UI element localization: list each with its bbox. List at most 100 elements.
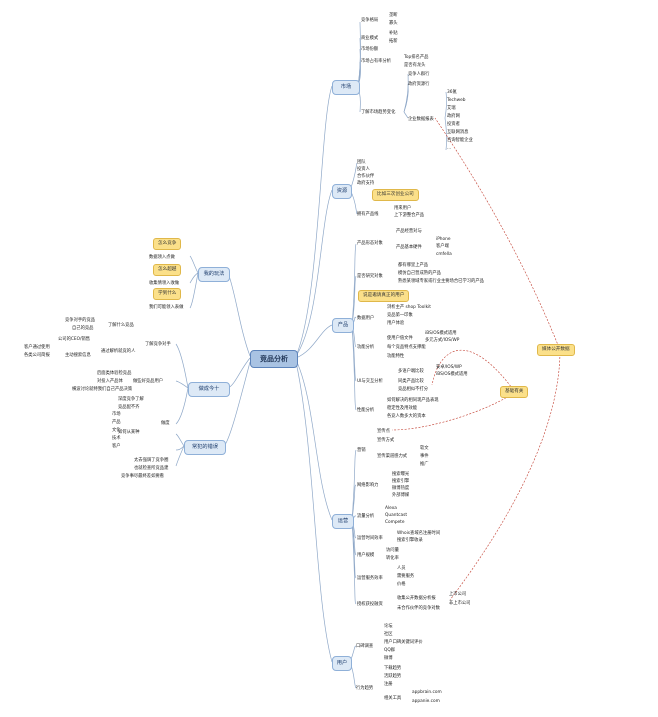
- fuwu-item: 人员: [397, 566, 406, 571]
- source-item: 互联网消息: [447, 130, 469, 135]
- g1b-item: 各类公司简报: [24, 353, 50, 358]
- g3-item: 深度竞争了解: [118, 397, 144, 402]
- g3a-item: 客户: [112, 444, 121, 449]
- branch-product[interactable]: 产品: [332, 318, 354, 333]
- moshi-item: 拓新: [389, 39, 398, 44]
- user-l2: 口碑调查: [356, 644, 374, 649]
- xingneng-item: 如何解决的相同现产品表现: [387, 398, 439, 403]
- market-geju: 竞争格局: [361, 18, 379, 23]
- tip-item: 太去强调了竞争圈: [134, 458, 169, 463]
- callout-compete: 怎么竞争: [153, 238, 182, 250]
- product-l2: 是否研究对象: [357, 274, 383, 279]
- yingxiao-item: 宣传方式: [377, 438, 395, 443]
- mywork-item: 数据领入点做: [149, 255, 175, 260]
- g1b-item: 公司的CEO/销售: [58, 337, 91, 342]
- hw-item: 客户端: [436, 244, 449, 249]
- wangluo-item: 搜索引擎: [392, 479, 410, 484]
- koubei-item: 微博: [384, 656, 393, 661]
- yx-r: 推广: [420, 462, 429, 467]
- g3-item: 如何从某种: [118, 430, 140, 435]
- yanjiu-item: 熟悉某领域专家或行业主要场合已学习的产品: [398, 279, 484, 284]
- fuwu-item: 需要服务: [397, 574, 415, 579]
- wangluo-item: 微博热度: [392, 486, 410, 491]
- callout-surpass: 怎么超越: [153, 264, 182, 276]
- g2-item: 横波讨论就特我们自己产品决策: [72, 387, 133, 392]
- wangluo-item: 搜索曝光: [392, 472, 410, 477]
- branch-resource[interactable]: 资源: [332, 184, 352, 199]
- guimo-item: 转化率: [386, 556, 399, 561]
- moshi-item: 补贴: [389, 31, 398, 36]
- mywork-item: 我们可能领入表做: [149, 305, 184, 310]
- market-moshi: 商业模式: [361, 36, 379, 41]
- howto-l2: 做度: [161, 421, 170, 426]
- branch-user[interactable]: 用户: [332, 656, 352, 671]
- xingtai-item: 产品基本硬件: [396, 245, 422, 250]
- g1-item: 了解什么竞品: [108, 323, 134, 328]
- howto-l2: 做些好竞品用户: [133, 379, 164, 384]
- callout-rival: 比如三次创业公司: [372, 189, 419, 201]
- root-node[interactable]: 竞品分析: [250, 350, 298, 368]
- tip-item: 也就检查所竞品建: [134, 466, 169, 471]
- geju-item: 垄断: [389, 13, 398, 18]
- product-l2: 性能分析: [357, 408, 375, 413]
- ui-r: 安卓/IOS/WP: [436, 365, 462, 370]
- g1-item: 通过解析就竞的人: [101, 349, 136, 354]
- operation-l2: 营销: [357, 448, 366, 453]
- tip-item: 竞争事尽最终差如要看: [121, 474, 164, 479]
- liuliang-item: Quantcast: [385, 513, 408, 518]
- branch-tips[interactable]: 常犯的错误: [184, 440, 226, 455]
- g1b-item: 客户通过使用: [24, 345, 50, 350]
- yingxiao-item: 宣传渠道感力式: [377, 454, 408, 459]
- shuju-item: 用户体验: [387, 321, 405, 326]
- uqushi-item: 相关工具: [384, 696, 402, 701]
- xingneng-item: 各竞人数多大的资本: [387, 414, 426, 419]
- gongneng-item: 使用户值文件: [387, 336, 413, 341]
- rz-r: 非上市公司: [449, 601, 471, 606]
- g3-item: 竞品配不齐: [118, 405, 140, 410]
- g2-item: 对投入产品体: [97, 379, 123, 384]
- branch-operation[interactable]: 运营: [332, 514, 354, 529]
- gongneng-r: iBS/OS模式适用: [425, 331, 457, 336]
- branch-my-work[interactable]: 我的玩法: [198, 267, 230, 282]
- shijian-item: Whois查域名注册时间: [397, 531, 441, 536]
- source-item: 咨询智能企业: [447, 138, 473, 143]
- product-l2: UI与交互分析: [357, 379, 383, 384]
- callout-invite: 说是邀请真正的用户: [358, 290, 410, 302]
- xingtai-item: 产品经营对与: [396, 229, 422, 234]
- uqushi-item: 下载趋势: [384, 666, 402, 671]
- g3a-item: 市场: [112, 412, 121, 417]
- qushi-item: 政府资源行: [408, 82, 430, 87]
- uqushi-item: 活跃趋势: [384, 674, 402, 679]
- resource-line: 上下游整合产品: [394, 213, 425, 218]
- source-item: 投资者: [447, 122, 460, 127]
- g1a-item: 竞争对手的竞品: [65, 318, 96, 323]
- callout-base: 基础有关: [500, 386, 529, 398]
- resource-line: 用来用户: [394, 206, 412, 211]
- callout-media: 媒体公开数据: [537, 344, 575, 356]
- market-fene: 市场份额: [361, 47, 379, 52]
- liuliang-item: Alexa: [385, 506, 397, 511]
- branch-howto[interactable]: 做成今十: [188, 382, 230, 397]
- yx-r: 软文: [420, 446, 429, 451]
- market-zhanyou: 市场占有率分析: [361, 59, 392, 64]
- branch-market[interactable]: 市场: [332, 80, 360, 95]
- product-l2: 产品形态对象: [357, 241, 383, 246]
- resource-item: 合作伙伴: [357, 174, 375, 179]
- zhanyou-item: 是否有龙头: [404, 63, 426, 68]
- source-item: 36氪: [447, 90, 457, 95]
- source-item: 政府网: [447, 114, 460, 119]
- shijian-item: 搜索引擎收录: [397, 538, 423, 543]
- resource-item: 投资人: [357, 167, 370, 172]
- uqushi-item: 注册: [384, 682, 393, 687]
- shuju-item: 竞品第一印象: [387, 313, 413, 318]
- yx-r: 事件: [420, 454, 429, 459]
- howto-l2: 了解竞争对手: [145, 342, 171, 347]
- source-item: ...: [447, 146, 452, 151]
- resource-item: 拥有产品线: [357, 212, 379, 217]
- hw-item: iPhone: [436, 237, 451, 242]
- ui-item: 同类产品比较: [398, 379, 424, 384]
- yingxiao-item: 宣传点: [377, 429, 390, 434]
- g2-item: 后面类体验检竞品: [97, 371, 132, 376]
- mywork-item: 收集情领入收做: [149, 281, 180, 286]
